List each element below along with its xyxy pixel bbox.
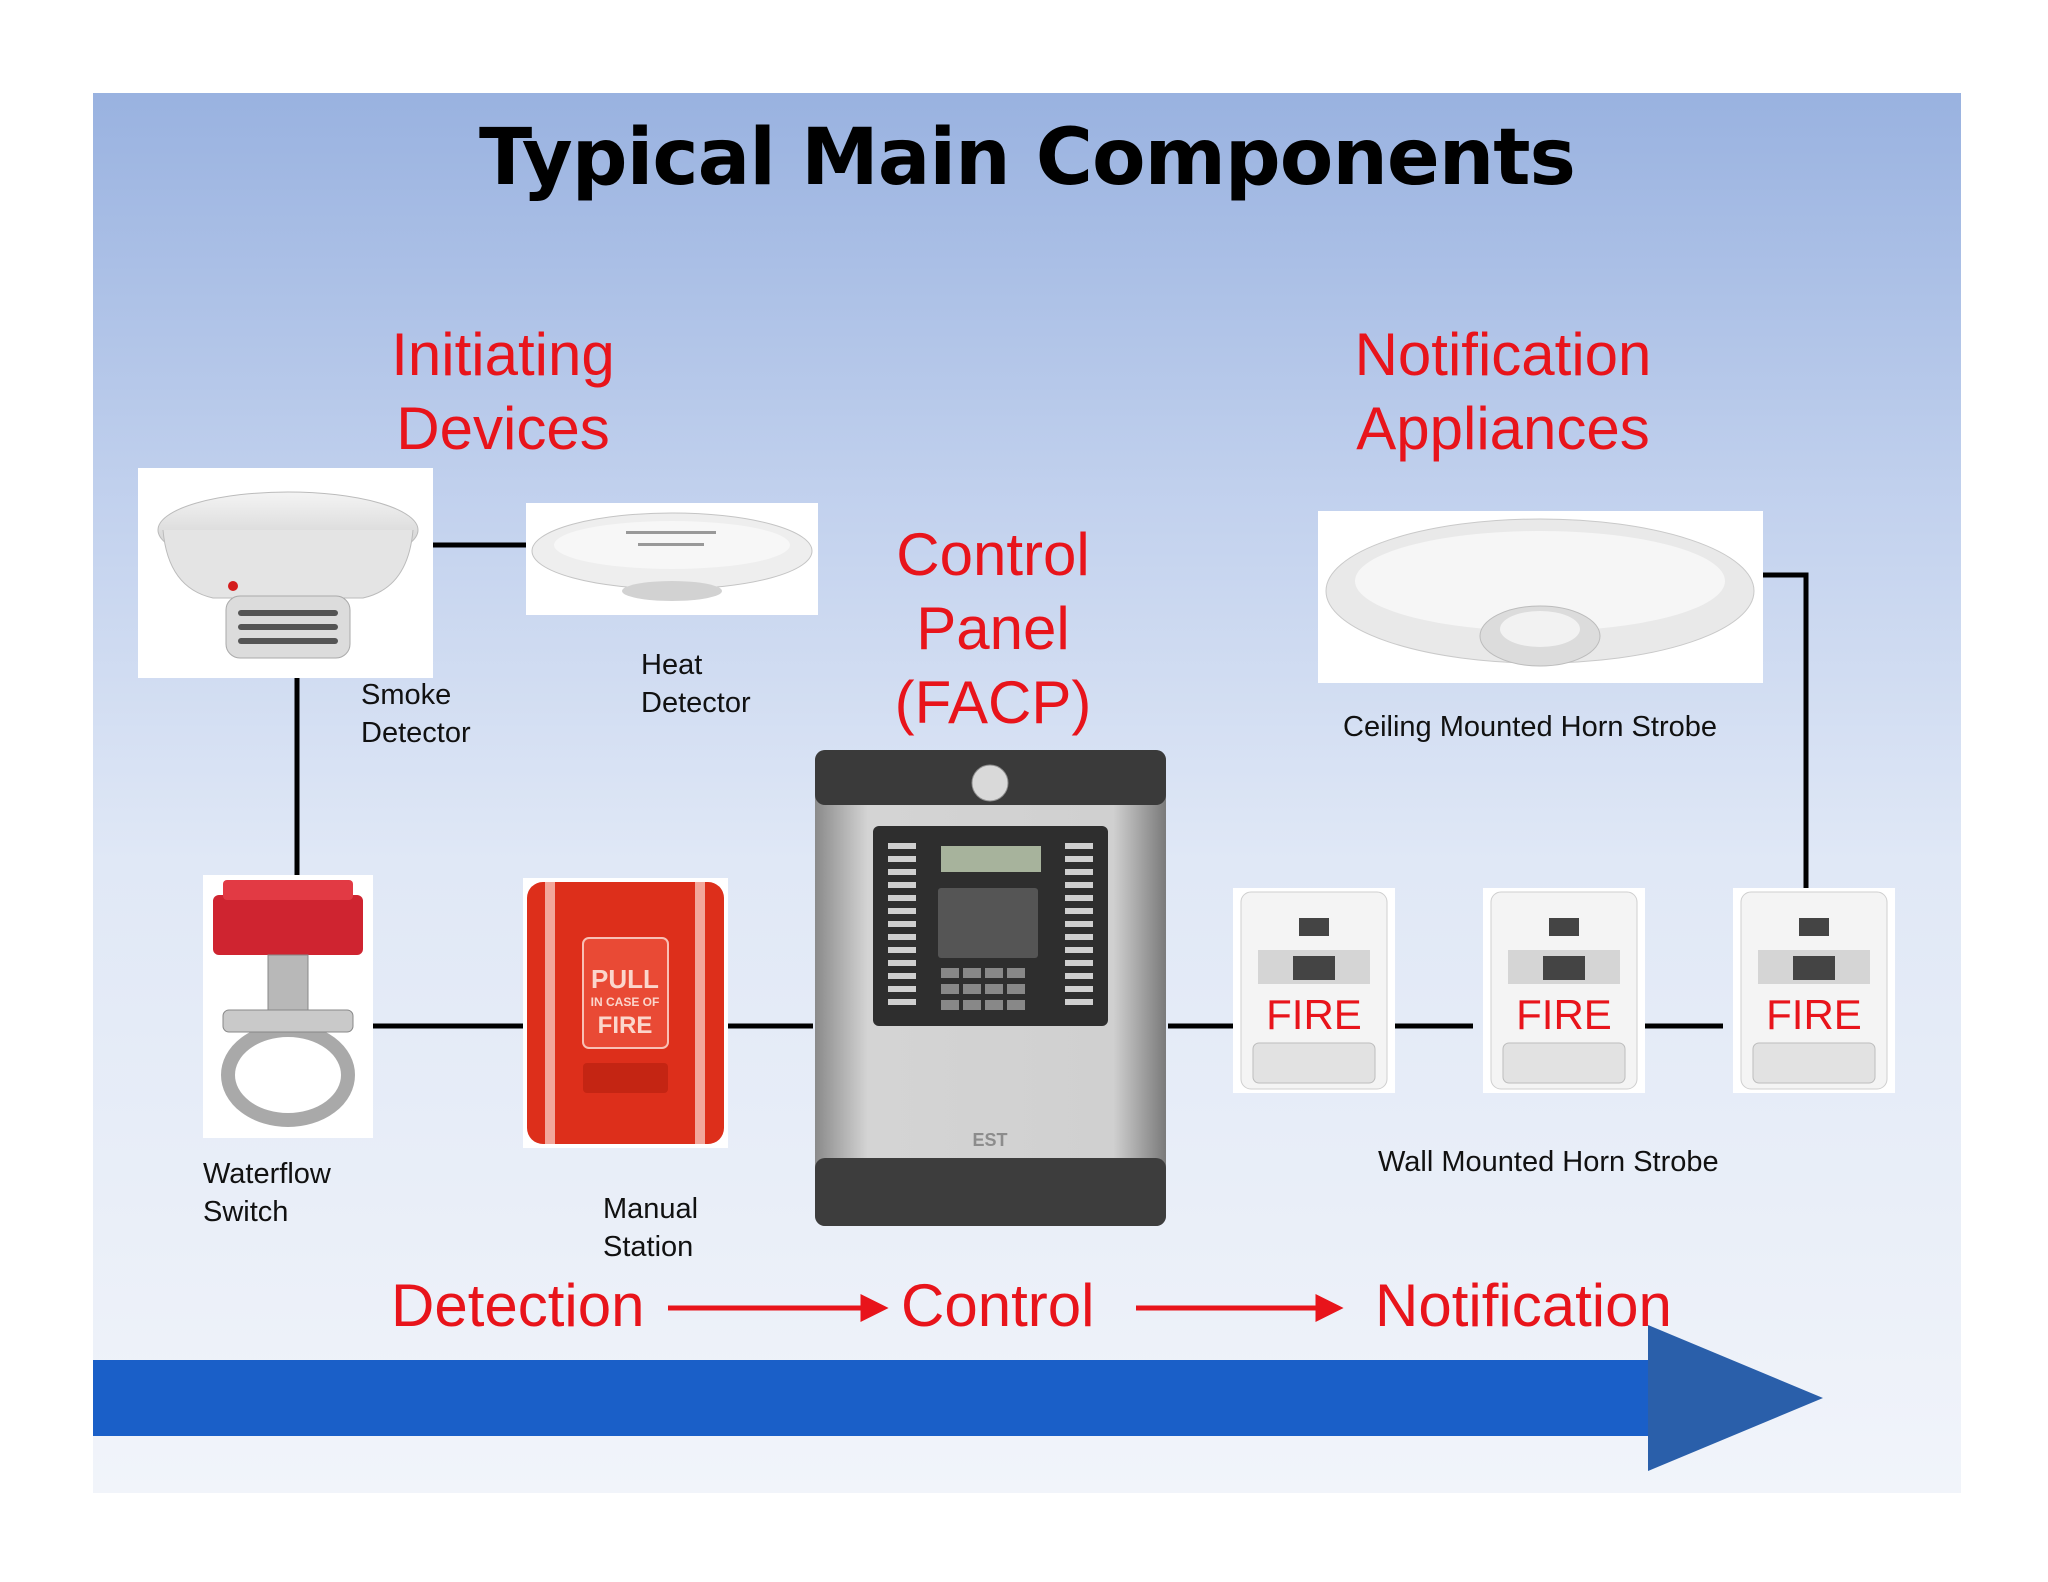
facp-cabinet-icon: EST	[815, 750, 1166, 1226]
panel-brand-text: EST	[972, 1130, 1007, 1150]
smoke-detector-image	[138, 468, 433, 678]
smoke-detector-icon	[157, 491, 419, 659]
waterflow-switch-label: Waterflow Switch	[203, 1158, 331, 1228]
slide: Typical Main Components Initiating Devic…	[93, 93, 1961, 1493]
pull-text: PULL	[591, 964, 659, 994]
flow-label-notification: Notification	[1375, 1272, 1672, 1339]
wall-horn-strobe-1-image: FIRE	[1233, 888, 1395, 1093]
slide-title: Typical Main Components	[478, 113, 1576, 203]
waterflow-switch-image	[203, 875, 373, 1138]
manual-pull-station-image: PULL IN CASE OF FIRE	[523, 878, 728, 1148]
in-case-of-text: IN CASE OF	[591, 995, 660, 1009]
ceiling-strobe-icon	[1325, 518, 1755, 667]
heat-detector-image	[526, 503, 818, 615]
wall-horn-strobe-2-image: FIRE	[1483, 888, 1645, 1093]
wire-ceiling-strobe3	[1758, 572, 1809, 888]
wiring-lines	[93, 542, 1823, 1471]
heading-notification-appliances: Notification Appliances	[1354, 321, 1652, 462]
strobe-fire-text: FIRE	[1516, 991, 1612, 1038]
control-panel-image: EST	[813, 748, 1168, 1228]
wall-horn-strobe-3-image: FIRE	[1733, 888, 1895, 1093]
heading-control-panel: Control Panel (FACP)	[894, 521, 1092, 736]
smoke-detector-label: Smoke Detector	[361, 679, 471, 749]
pull-station-icon: PULL IN CASE OF FIRE	[527, 882, 724, 1144]
heat-detector-label: Heat Detector	[641, 649, 751, 719]
wall-strobe-icon: FIRE	[1490, 891, 1638, 1090]
flow-arrow-1-head	[860, 1293, 889, 1323]
ceiling-horn-strobe-label: Ceiling Mounted Horn Strobe	[1343, 711, 1717, 743]
wall-strobe-icon: FIRE	[1740, 891, 1888, 1090]
strobe-fire-text: FIRE	[1766, 991, 1862, 1038]
fire-text: FIRE	[598, 1012, 653, 1039]
manual-station-label: Manual Station	[603, 1193, 699, 1263]
wall-horn-strobe-label: Wall Mounted Horn Strobe	[1378, 1146, 1719, 1178]
heat-detector-icon	[531, 512, 813, 601]
progress-arrow	[93, 1325, 1823, 1471]
flow-label-control: Control	[901, 1272, 1095, 1339]
strobe-fire-text: FIRE	[1266, 991, 1362, 1038]
heading-initiating-devices: Initiating Devices	[391, 321, 615, 462]
ceiling-horn-strobe-image	[1318, 511, 1763, 683]
wall-strobe-icon: FIRE	[1240, 891, 1388, 1090]
flow-label-detection: Detection	[391, 1272, 645, 1339]
waterflow-switch-icon	[213, 880, 363, 1127]
flow-arrow-2-head	[1315, 1293, 1344, 1323]
